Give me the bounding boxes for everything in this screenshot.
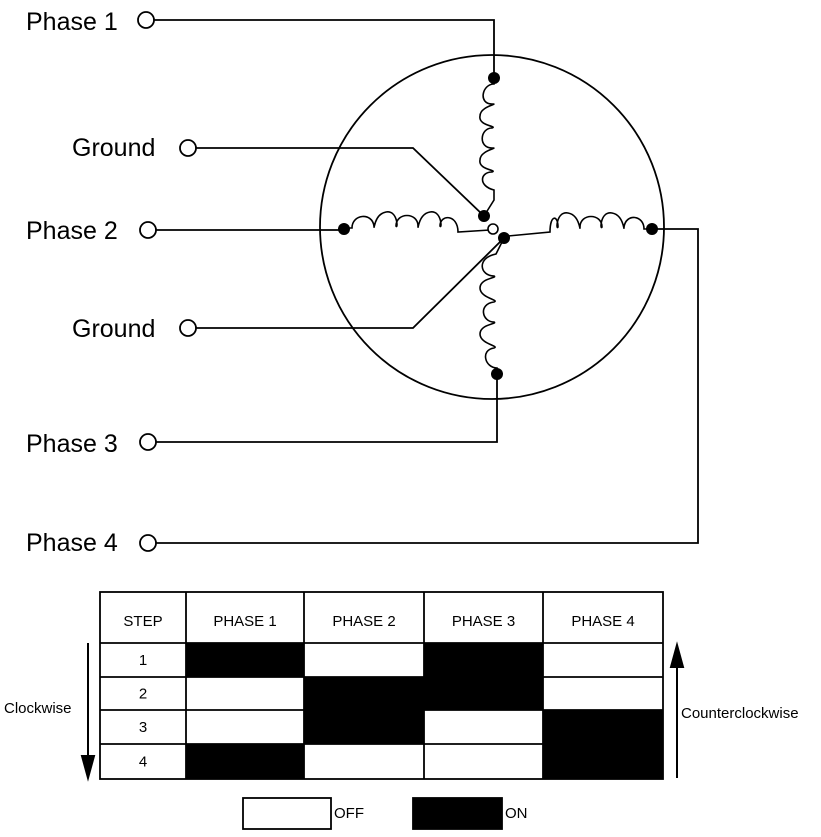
phase-state-cell (424, 677, 543, 710)
table-step-number: 2 (139, 686, 147, 703)
wire-ground-top (196, 147, 485, 217)
phase-state-cell (424, 744, 543, 779)
coil-phase-3 (479, 237, 505, 375)
clockwise-label: Clockwise (4, 700, 72, 717)
coil-phase-1 (479, 77, 495, 217)
phase-state-cell (304, 643, 424, 677)
phase-state-cell (304, 677, 424, 710)
center-tap-dot-bottom (498, 232, 510, 244)
wire-phase-3 (156, 374, 498, 443)
step-sequence-table: STEP PHASE 1 PHASE 2 PHASE 3 PHASE 4 1 2 3 4 (99, 591, 664, 780)
table-header-cell: PHASE 4 (571, 613, 634, 630)
phase-state-cell (186, 643, 304, 677)
terminal-label-phase-4: Phase 4 (26, 529, 118, 557)
table-step-number: 1 (139, 652, 147, 669)
table-header-cell: STEP (123, 613, 162, 630)
counterclockwise-arrow-head (669, 641, 685, 668)
coil-terminal-dot-phase-4 (646, 223, 658, 235)
table-step-number: 4 (139, 754, 147, 771)
counterclockwise-label: Counterclockwise (681, 705, 799, 722)
phase-state-cell (424, 710, 543, 744)
rotor-center (487, 223, 499, 235)
coil-phase-4 (507, 212, 653, 237)
phase-state-cell (543, 643, 663, 677)
phase-state-cell (304, 710, 424, 744)
coil-phase-2 (343, 211, 491, 233)
phase-state-cell (543, 677, 663, 710)
phase-state-cell (186, 710, 304, 744)
terminal-ground-top (179, 139, 197, 157)
table-header-cell: PHASE 1 (213, 613, 276, 630)
motor-housing-circle (319, 54, 665, 400)
wire-phase-4 (156, 228, 699, 544)
terminal-phase-4 (139, 534, 157, 552)
legend-off-swatch (242, 797, 332, 830)
terminal-phase-1 (137, 11, 155, 29)
table-step-number: 3 (139, 719, 147, 736)
phase-state-cell (424, 643, 543, 677)
terminal-label-phase-2: Phase 2 (26, 217, 118, 245)
table-header-cell: PHASE 3 (452, 613, 515, 630)
phase-state-cell (186, 744, 304, 779)
wire-ground-bottom (196, 237, 505, 329)
legend-on-label: ON (505, 805, 528, 822)
terminal-label-ground-bottom: Ground (72, 315, 155, 343)
wire-phase-1 (154, 19, 495, 78)
table-header-cell: PHASE 2 (332, 613, 395, 630)
coil-terminal-dot-phase-2 (338, 223, 350, 235)
terminal-ground-bottom (179, 319, 197, 337)
table-border (99, 591, 664, 780)
legend-on-swatch (412, 797, 503, 830)
phase-state-cell (304, 744, 424, 779)
terminal-label-phase-3: Phase 3 (26, 430, 118, 458)
legend-off-label: OFF (334, 805, 364, 822)
phase-state-cell (543, 710, 663, 744)
phase-state-cell (186, 677, 304, 710)
terminal-label-phase-1: Phase 1 (26, 8, 118, 36)
terminal-phase-2 (139, 221, 157, 239)
coil-terminal-dot-phase-1 (488, 72, 500, 84)
clockwise-arrow-head (80, 755, 96, 782)
terminal-phase-3 (139, 433, 157, 451)
coil-terminal-dot-phase-3 (491, 368, 503, 380)
center-tap-dot-top (478, 210, 490, 222)
phase-state-cell (543, 744, 663, 779)
terminal-label-ground-top: Ground (72, 134, 155, 162)
